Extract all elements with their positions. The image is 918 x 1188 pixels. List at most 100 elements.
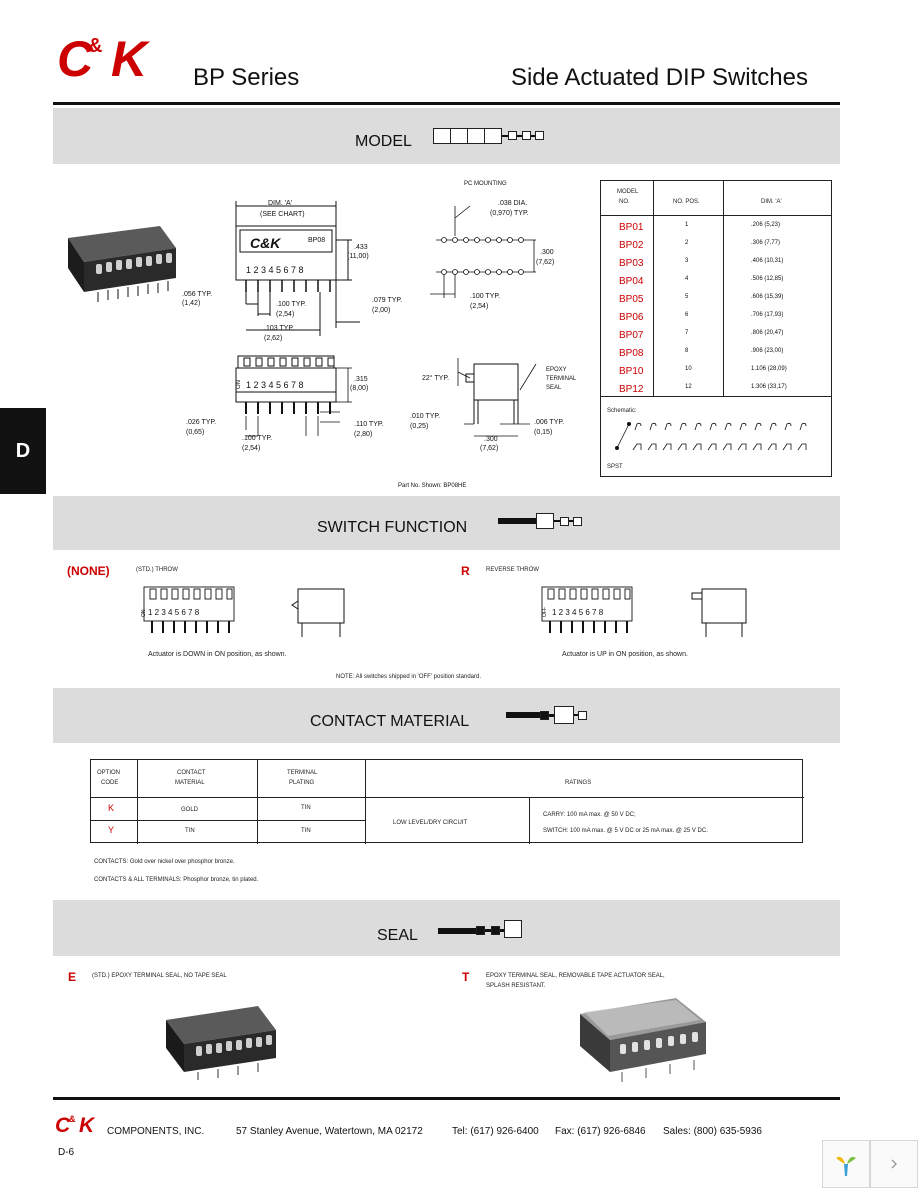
footer-address: 57 Stanley Avenue, Watertown, MA 02172 <box>236 1126 423 1137</box>
contacts-note: CONTACTS: Gold over nickel over phosphor… <box>94 859 235 865</box>
model-row: BP04 4 .506 (12,85) <box>601 273 831 291</box>
model-dim-a: .406 (10,31) <box>751 258 784 264</box>
model-dim-a: .906 (23,00) <box>751 348 784 354</box>
model-positions: 12 <box>685 384 692 390</box>
schematic-contact-top <box>739 422 747 431</box>
terminal-label: TERMINAL <box>546 376 577 382</box>
dim-026: .026 TYP. <box>186 419 216 426</box>
schematic-contact-top <box>694 422 702 431</box>
header-no: NO. <box>619 199 630 205</box>
dim-315-mm: (8,00) <box>350 385 368 392</box>
svg-text:K: K <box>111 31 151 82</box>
dim-100b: .100 TYP. <box>470 293 500 300</box>
model-code: BP07 <box>619 330 644 341</box>
model-code: BP10 <box>619 366 644 377</box>
dim-433-mm: (11,00) <box>347 253 369 260</box>
none-code: (NONE) <box>67 564 110 578</box>
material-gold: GOLD <box>181 807 199 813</box>
schematic-label: Schematic: <box>607 408 637 414</box>
model-dim-a: .506 (12,85) <box>751 276 784 282</box>
model-dim-a: .606 (15,39) <box>751 294 784 300</box>
schematic-contact-bottom <box>767 443 777 451</box>
hdr-code: CODE <box>101 780 119 786</box>
dim-010-mm: (0,25) <box>410 423 428 430</box>
next-page-button[interactable] <box>870 1140 918 1188</box>
dim-110-mm: (2,80) <box>354 431 372 438</box>
hdr-option: OPTION <box>97 770 121 776</box>
dim-056-mm: (1,42) <box>182 300 200 307</box>
model-positions: 8 <box>685 348 689 354</box>
switch-function-band <box>53 496 840 550</box>
dim-006-mm: (0,15) <box>534 429 552 436</box>
viewer-logo-icon <box>836 1156 856 1176</box>
schematic-contact-bottom <box>662 443 672 451</box>
part-shown: Part No. Shown: BP08HE <box>398 483 466 489</box>
seal-t-code: T <box>462 970 470 984</box>
schematic-contact-bottom <box>707 443 717 451</box>
schematic-contact-top <box>754 422 762 431</box>
hdr-material: MATERIAL <box>175 780 205 786</box>
dim-300-mm: (7,62) <box>536 259 554 266</box>
schematic-contact-bottom <box>632 443 642 451</box>
dim-100c-mm: (2,54) <box>242 445 260 452</box>
contact-material-heading: CONTACT MATERIAL <box>310 713 470 730</box>
model-code: BP05 <box>619 294 644 305</box>
dim-100c: .100 TYP. <box>242 435 272 442</box>
footer-sales: Sales: (800) 635-5936 <box>663 1126 762 1137</box>
schematic-contact-top <box>784 422 792 431</box>
schematic-contact-top <box>664 422 672 431</box>
dim-110: .110 TYP. <box>354 421 384 428</box>
dim-22: 22° TYP. <box>422 374 449 382</box>
model-positions: 7 <box>685 330 689 336</box>
header-dim-a: DIM. 'A' <box>761 199 782 205</box>
std-on-label: ON <box>141 609 147 617</box>
footer-company: COMPONENTS, INC. <box>107 1126 205 1137</box>
dim-038: .038 DIA. <box>498 200 527 207</box>
model-code: BP03 <box>619 258 644 269</box>
schematic-contact-top <box>679 422 687 431</box>
seal-t-desc-1: EPOXY TERMINAL SEAL, REMOVABLE TAPE ACTU… <box>486 973 665 979</box>
header-model: MODEL <box>617 189 639 195</box>
switch-photo <box>68 226 176 302</box>
series-title: BP Series <box>193 64 300 91</box>
material-tin: TIN <box>185 828 195 834</box>
schematic-contact-top <box>799 422 807 431</box>
plating-y: TIN <box>301 828 311 834</box>
model-code: BP01 <box>619 222 644 233</box>
r-desc: REVERSE THROW <box>486 567 539 573</box>
dim-a-label: DIM. 'A' <box>268 200 292 207</box>
model-dim-a: .306 (7,77) <box>751 240 781 246</box>
model-code: BP04 <box>619 276 644 287</box>
model-code: BP06 <box>619 312 644 323</box>
model-row: BP08 8 .906 (23,00) <box>601 345 831 363</box>
hdr-ratings: RATINGS <box>565 780 592 786</box>
side-positions: 1 2 3 4 5 6 7 8 <box>246 380 304 390</box>
footer-tel: Tel: (617) 926-6400 <box>452 1126 539 1137</box>
dim-103: .103 TYP. <box>264 325 294 332</box>
hdr-contact: CONTACT <box>177 770 206 776</box>
code-k: K <box>108 803 115 813</box>
dim-315: .315 <box>354 376 368 383</box>
schematic-contact-bottom <box>752 443 762 451</box>
model-dim-a: 1.106 (28,09) <box>751 366 787 372</box>
circuit-type: LOW LEVEL/DRY CIRCUIT <box>393 820 468 826</box>
seal-t-desc-2: SPLASH RESISTANT. <box>486 983 546 989</box>
model-code: BP08 <box>619 348 644 359</box>
r-code: R <box>461 564 470 578</box>
seal-label: SEAL <box>546 385 562 391</box>
seal-e-desc: (STD.) EPOXY TERMINAL SEAL, NO TAPE SEAL <box>92 973 227 979</box>
footer-fax: Fax: (617) 926-6846 <box>555 1126 646 1137</box>
schematic-contact-bottom <box>692 443 702 451</box>
schematic-contact-bottom <box>737 443 747 451</box>
schematic-contact-bottom <box>722 443 732 451</box>
dim-010: .010 TYP. <box>410 413 440 420</box>
svg-text:&: & <box>88 35 102 57</box>
switch-function-heading: SWITCH FUNCTION <box>317 519 468 536</box>
model-positions: 4 <box>685 276 689 282</box>
page-title: Side Actuated DIP Switches <box>510 64 808 91</box>
viewer-logo-button[interactable] <box>822 1140 870 1188</box>
